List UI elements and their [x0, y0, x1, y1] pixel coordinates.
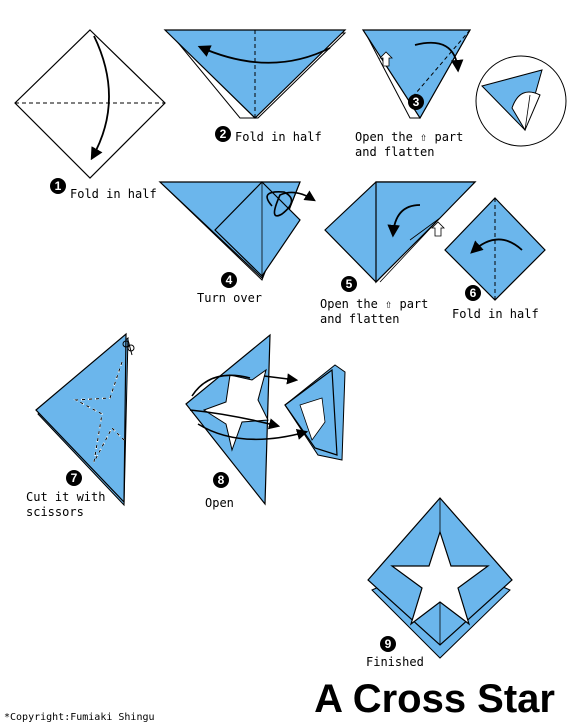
step-2-figure — [163, 29, 347, 119]
step-9-label: Finished — [366, 655, 424, 669]
step-2-label: Fold in half — [235, 130, 322, 144]
step-4-number: 4 — [221, 272, 237, 288]
step-8-number: 8 — [213, 472, 229, 488]
step-8-label: Open — [205, 496, 234, 510]
step-7-number: 7 — [66, 470, 82, 486]
copyright-text: *Copyright:Fumiaki Shingu — [4, 712, 155, 723]
step-2-number: 2 — [215, 126, 231, 142]
step-1-figure — [14, 29, 166, 179]
step-9-figure — [367, 497, 513, 659]
step-6-figure — [444, 197, 546, 301]
step-7-figure — [35, 332, 135, 507]
step-5-label: Open the ⇧ part and flatten — [320, 297, 429, 326]
step-5-figure — [324, 181, 477, 284]
step-1-label: Fold in half — [70, 187, 157, 201]
step-5-number: 5 — [341, 276, 357, 292]
step-3-number: 3 — [408, 94, 424, 110]
step-9-number: 9 — [380, 636, 396, 652]
step-6-label: Fold in half — [452, 307, 539, 321]
step-4-figure — [158, 181, 316, 281]
step-7-label: Cut it with scissors — [26, 490, 106, 519]
step-8-figure — [185, 333, 346, 506]
step-3-label: Open the ⇧ part and flatten — [355, 130, 464, 159]
diagram-title: A Cross Star — [314, 677, 555, 721]
step-4-label: Turn over — [197, 291, 263, 305]
step-1-number: 1 — [50, 178, 66, 194]
step-3-figure — [361, 29, 567, 147]
step-6-number: 6 — [465, 285, 481, 301]
